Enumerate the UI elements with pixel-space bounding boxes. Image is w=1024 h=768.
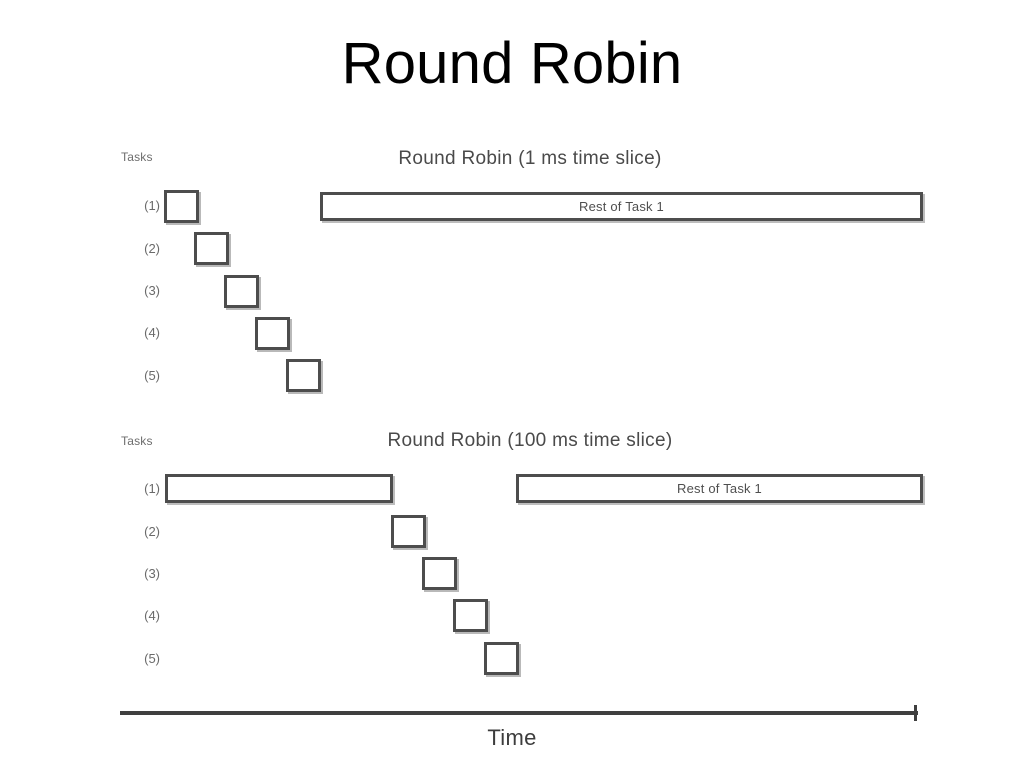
chart-100ms-rest-of-task-1-bar: Rest of Task 1 [516, 474, 923, 503]
chart-100ms-first-slice-bar-task-1 [165, 474, 393, 503]
chart-100ms-task-label-2: (2) [144, 524, 160, 539]
chart-1ms-task-label-5: (5) [144, 368, 160, 383]
chart-1ms-tasks-header: Tasks [121, 150, 153, 164]
chart-100ms-subtitle: Round Robin (100 ms time slice) [387, 430, 673, 451]
chart-1ms-subtitle: Round Robin (1 ms time slice) [398, 148, 662, 169]
chart-100ms-task-label-3: (3) [144, 566, 160, 581]
chart-1ms-slice-box-task-4 [255, 317, 290, 350]
chart-100ms-tasks-header: Tasks [121, 434, 153, 448]
chart-100ms-slice-box-task-2 [391, 515, 426, 548]
time-axis-end-tick [914, 705, 917, 721]
chart-1ms-slice-box-task-2 [194, 232, 229, 265]
chart-1ms-rest-of-task-1-bar: Rest of Task 1 [320, 192, 923, 221]
chart-1ms-task-label-2: (2) [144, 241, 160, 256]
chart-1ms-task-label-4: (4) [144, 325, 160, 340]
chart-100ms-task-label-1: (1) [144, 481, 160, 496]
chart-100ms-rest-of-task-1-label: Rest of Task 1 [677, 481, 762, 496]
chart-1ms-rest-of-task-1-label: Rest of Task 1 [579, 199, 664, 214]
chart-1ms-slice-box-task-1 [164, 190, 199, 223]
chart-1ms-task-label-3: (3) [144, 283, 160, 298]
chart-1ms-slice-box-task-5 [286, 359, 321, 392]
time-axis-line [120, 711, 918, 715]
time-axis-label: Time [487, 725, 537, 750]
chart-100ms-task-label-5: (5) [144, 651, 160, 666]
chart-100ms-slice-box-task-3 [422, 557, 457, 590]
chart-100ms-slice-box-task-4 [453, 599, 488, 632]
chart-1ms-task-label-1: (1) [144, 198, 160, 213]
chart-1ms-slice-box-task-3 [224, 275, 259, 308]
chart-100ms-task-label-4: (4) [144, 608, 160, 623]
page-title: Round Robin [341, 31, 683, 96]
chart-100ms-slice-box-task-5 [484, 642, 519, 675]
